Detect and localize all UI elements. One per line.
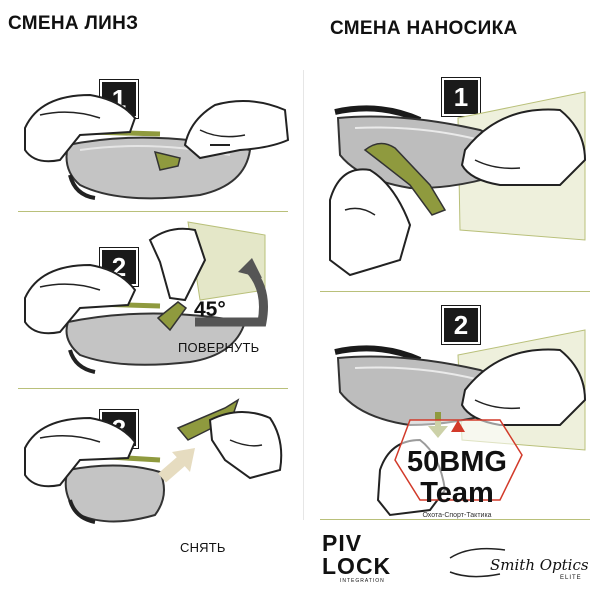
- pivlock-logo-bottom: LOCK: [322, 553, 392, 579]
- left-hand: [24, 416, 137, 488]
- right-hand: [148, 227, 207, 302]
- left-step-3-caption: СНЯТЬ: [180, 540, 226, 555]
- left-hand: [24, 93, 137, 163]
- right-step-1-number: 1: [441, 77, 481, 117]
- pivlock-logo-top: PIV: [322, 530, 363, 556]
- title-nosepiece-change: СМЕНА НАНОСИКА: [330, 18, 518, 39]
- glasses-frame: [334, 105, 422, 123]
- divider-left-1: [18, 211, 288, 212]
- column-separator: [303, 70, 304, 520]
- pivlock-logo-sub: INTEGRATION: [340, 578, 385, 584]
- title-lens-change: СМЕНА ЛИНЗ: [8, 13, 139, 34]
- divider-left-2: [18, 388, 288, 389]
- crosshair-icon: [451, 420, 465, 432]
- divider-right-2: [320, 519, 590, 520]
- watermark-line-2: Team: [420, 477, 494, 509]
- right-step-2-number: 2: [441, 305, 481, 345]
- watermark-line-1: 50BMG: [407, 446, 507, 478]
- nose-piece: [153, 150, 181, 171]
- nose-piece: [156, 301, 188, 332]
- left-hand: [24, 263, 137, 335]
- rotation-angle-label: 45°: [194, 298, 226, 321]
- left-step-2-caption: ПОВЕРНУТЬ: [178, 340, 260, 355]
- glasses-frame: [334, 345, 422, 363]
- watermark-line-3: Охота-Спорт-Тактика: [422, 512, 492, 519]
- smith-optics-logo: Smith Optics: [490, 556, 589, 574]
- nose-piece: [363, 142, 447, 216]
- right-hand: [183, 100, 290, 160]
- divider-right-1: [320, 291, 590, 292]
- left-hand: [329, 168, 412, 277]
- nose-piece: [176, 398, 240, 441]
- smith-optics-sub: ELITE: [560, 575, 582, 581]
